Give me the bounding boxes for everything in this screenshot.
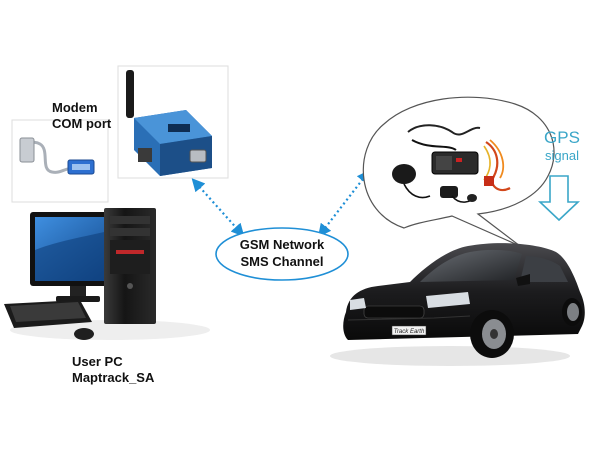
- gps-label: GPS signal: [534, 128, 590, 164]
- gsm-label-line2: SMS Channel: [240, 254, 324, 269]
- pc-label: User PC Maptrack_SA: [72, 354, 154, 386]
- connector-modem-gsm: [191, 178, 245, 237]
- gsm-label: GSM Network SMS Channel: [222, 236, 342, 270]
- modem-label-line1: Modem: [52, 100, 98, 115]
- gsm-network-ellipse: [215, 227, 349, 281]
- desktop-pc-icon: [4, 208, 210, 340]
- connector-gsm-tracker: [317, 169, 371, 238]
- pc-label-line2: Maptrack_SA: [72, 370, 155, 385]
- gsm-modem-icon: [117, 65, 229, 179]
- gps-tracker-kit-icon: [392, 124, 511, 203]
- gps-label-line1: GPS: [544, 128, 580, 147]
- car-icon: Track Earth: [330, 243, 585, 366]
- modem-label: Modem COM port: [52, 100, 111, 132]
- gps-label-line2: signal: [545, 148, 579, 163]
- down-arrow-icon: [537, 175, 581, 222]
- pc-label-line1: User PC: [72, 354, 123, 369]
- modem-label-line2: COM port: [52, 116, 112, 131]
- car-plate-text: Track Earth: [394, 329, 425, 335]
- serial-cable-icon: [11, 119, 109, 203]
- gsm-label-line1: GSM Network: [239, 237, 325, 252]
